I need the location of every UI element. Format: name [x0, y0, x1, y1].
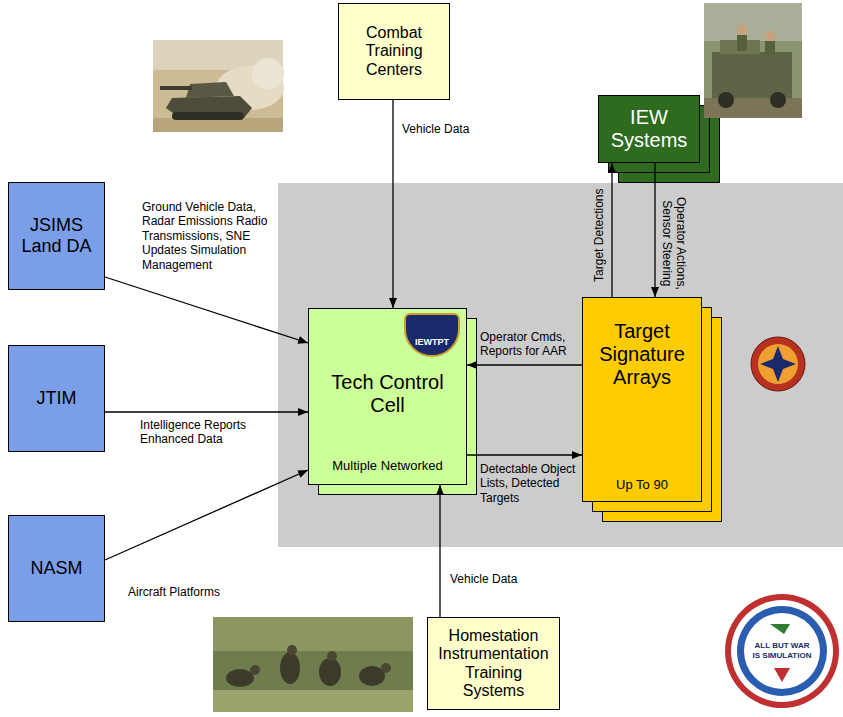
box-subtitle: Multiple Networked	[332, 459, 443, 474]
simulation-logo	[737, 606, 827, 696]
flow-label: Target Detections	[592, 180, 606, 290]
box-title: Homestation Instrumentation Training Sys…	[434, 627, 553, 701]
simulation-logo	[725, 594, 839, 708]
tank-photo	[252, 58, 284, 90]
soldiers-photo	[250, 665, 260, 675]
tank-photo	[172, 112, 244, 120]
ew-vehicle-photo	[704, 3, 802, 118]
simulation-logo	[744, 613, 820, 689]
data-flow-arrow	[105, 411, 308, 412]
flow-label: Detectable Object Lists, Detected Target…	[480, 462, 580, 505]
branch-emblem	[751, 337, 805, 391]
flow-label: Vehicle Data	[402, 122, 492, 136]
system-box: IEW Systems	[598, 95, 700, 163]
box-title: JSIMS Land DA	[15, 215, 98, 256]
data-flow-arrow	[467, 454, 582, 455]
box-title: Combat Training Centers	[345, 24, 443, 79]
box-title: Tech Control Cell	[315, 371, 460, 417]
tank-photo	[160, 86, 192, 90]
tank-photo	[153, 118, 283, 132]
ew-vehicle-photo	[704, 3, 802, 118]
ew-vehicle-photo	[712, 52, 792, 98]
data-flow-arrow	[654, 163, 655, 297]
data-flow-arrow	[439, 485, 440, 617]
box-title: JTIM	[37, 388, 77, 409]
training-box: Homestation Instrumentation Training Sys…	[427, 617, 560, 710]
simulation-logo	[731, 600, 833, 702]
system-box: JSIMS Land DA	[8, 182, 105, 290]
data-flow-arrow	[392, 100, 393, 308]
system-box: JTIM	[8, 345, 105, 452]
data-flow-arrow	[611, 163, 612, 297]
flow-label: Operator Actions, Sensor Steering	[660, 191, 689, 295]
ew-vehicle-photo	[704, 3, 802, 41]
training-box: Combat Training Centers	[338, 3, 450, 100]
soldiers-photo	[213, 690, 413, 712]
branch-emblem	[751, 337, 805, 391]
data-flow-arrow	[105, 470, 308, 560]
box-title: Target Signature Arrays	[589, 320, 695, 389]
ew-vehicle-photo	[737, 35, 747, 51]
simulation-logo	[770, 624, 790, 634]
box-title: IEW Systems	[605, 106, 693, 152]
flow-label: Operator Cmds, Reports for AAR	[480, 330, 580, 359]
flow-label: Intelligence Reports Enhanced Data	[140, 418, 265, 447]
soldiers-photo	[287, 645, 297, 655]
branch-emblem	[758, 344, 798, 384]
data-flow-arrow	[105, 277, 308, 343]
gray-band	[278, 183, 843, 547]
box-title: NASM	[30, 558, 82, 579]
soldiers-photo	[327, 651, 337, 661]
soldiers-photo	[226, 669, 254, 687]
soldiers-photo	[381, 663, 391, 673]
soldiers-photo	[319, 658, 341, 686]
soldiers-photo	[213, 617, 413, 712]
simulation-logo	[774, 668, 790, 682]
flow-label: Vehicle Data	[450, 572, 540, 586]
soldiers-photo	[213, 617, 413, 712]
ew-vehicle-photo	[765, 31, 775, 41]
ew-vehicle-photo	[718, 92, 734, 108]
system-box: NASM	[8, 515, 105, 622]
branch-emblem	[760, 346, 796, 382]
ew-vehicle-photo	[765, 41, 775, 55]
flow-label: Ground Vehicle Data, Radar Emissions Rad…	[142, 200, 292, 272]
tank-photo	[186, 82, 234, 98]
data-flow-arrow	[467, 364, 582, 365]
ew-vehicle-photo	[770, 92, 786, 108]
soldiers-photo	[280, 652, 300, 684]
tank-photo	[153, 40, 283, 132]
soldiers-photo	[359, 666, 385, 686]
array-box: Target Signature Arrays Up To 90	[582, 297, 702, 502]
flow-label: Aircraft Platforms	[128, 585, 248, 599]
ew-vehicle-photo	[737, 25, 747, 35]
soldiers-photo	[213, 617, 413, 651]
box-subtitle: Up To 90	[616, 478, 668, 493]
tank-photo	[153, 40, 284, 132]
logo-motto: ALL BUT WAR IS SIMULATION	[750, 641, 814, 661]
simulation-logo	[725, 594, 839, 708]
